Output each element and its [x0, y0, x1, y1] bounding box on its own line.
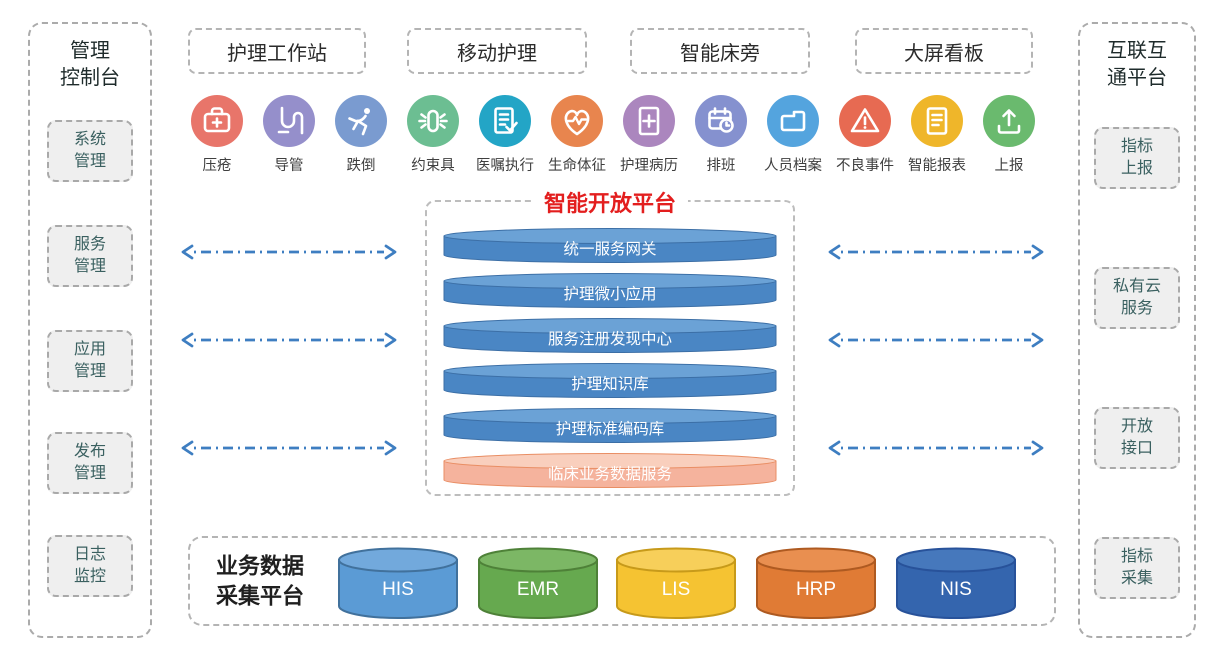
icon-cell-nursing-record: 护理病历: [613, 95, 685, 175]
layer-unified-service-gateway: 统一服务网关: [443, 228, 777, 264]
layer-label: 服务注册发现中心: [547, 331, 672, 348]
nursing-record-icon: [623, 95, 675, 147]
right-arrow-3: [828, 440, 1044, 456]
icon-cell-personnel-archive: 人员档案: [757, 95, 829, 175]
layer-clinical-data-service: 临床业务数据服务: [443, 453, 777, 489]
platform-title: 智能开放平台: [531, 186, 689, 218]
fall-icon: [335, 95, 387, 147]
bottom-platform-title: 业务数据 采集平台: [216, 553, 305, 608]
sidebar-item-service-management: 服务 管理: [47, 225, 133, 287]
db-label: NIS: [940, 579, 972, 600]
icon-label: 上报: [994, 158, 1024, 174]
sidebar-item-app-management: 应用 管理: [47, 330, 133, 392]
icon-cell-catheter: 导管: [253, 95, 325, 175]
icon-cell-smart-report: 智能报表: [901, 95, 973, 175]
sidebar-item-open-api: 开放 接口: [1094, 407, 1180, 469]
layer-nursing-micro-apps: 护理微小应用: [443, 273, 777, 309]
db-his: HIS: [337, 547, 459, 621]
db-lis: LIS: [615, 547, 737, 621]
icon-cell-adverse-event: 不良事件: [829, 95, 901, 175]
db-hrp: HRP: [755, 547, 877, 621]
icon-label: 压疮: [202, 158, 232, 174]
business-data-collection-platform: 业务数据 采集平台 HIS EMR LIS: [188, 536, 1056, 626]
right-arrow-1: [828, 244, 1044, 260]
icon-cell-vital-signs: 生命体征: [541, 95, 613, 175]
layer-label: 临床业务数据服务: [547, 466, 672, 483]
sidebar-item-private-cloud: 私有云 服务: [1094, 267, 1180, 329]
layer-service-registry: 服务注册发现中心: [443, 318, 777, 354]
icon-label: 护理病历: [620, 158, 678, 174]
group-dashboard: 大屏看板: [855, 28, 1033, 74]
icon-cell-schedule: 排班: [685, 95, 757, 175]
right-arrow-2: [828, 332, 1044, 348]
icon-cell-pressure-sore: 压疮: [181, 95, 253, 175]
icon-cell-fall: 跌倒: [325, 95, 397, 175]
layer-nursing-knowledge-base: 护理知识库: [443, 363, 777, 399]
group-smart-bedside: 智能床旁: [630, 28, 810, 74]
sidebar-item-indicator-report: 指标 上报: [1094, 127, 1180, 189]
db-label: HRP: [795, 579, 837, 600]
layer-nursing-standard-codes: 护理标准编码库: [443, 408, 777, 444]
catheter-icon: [263, 95, 315, 147]
group-nursing-workstation: 护理工作站: [188, 28, 366, 74]
icon-cell-restraint: 约束具: [397, 95, 469, 175]
icon-label: 生命体征: [548, 158, 606, 174]
sidebar-item-log-monitoring: 日志 监控: [47, 535, 133, 597]
layer-label: 护理微小应用: [563, 286, 657, 303]
db-label: EMR: [516, 579, 560, 600]
icon-label: 导管: [274, 158, 304, 174]
db-emr: EMR: [477, 547, 599, 621]
group-mobile-nursing: 移动护理: [407, 28, 587, 74]
icon-label: 智能报表: [908, 158, 966, 174]
restraint-icon: [407, 95, 459, 147]
icon-label: 人员档案: [764, 158, 822, 174]
sidebar-item-system-management: 系统 管理: [47, 120, 133, 182]
intelligent-open-platform: 智能开放平台 统一服务网关 护理微小应用 服务注册发现中心: [425, 186, 795, 496]
first-aid-kit-icon: [191, 95, 243, 147]
icon-cell-order-execution: 医嘱执行: [469, 95, 541, 175]
db-nis: NIS: [895, 547, 1017, 621]
personnel-archive-icon: [767, 95, 819, 147]
left-arrow-3: [181, 440, 397, 456]
icon-cell-upload: 上报: [973, 95, 1045, 175]
schedule-icon: [695, 95, 747, 147]
layer-label: 护理标准编码库: [555, 421, 665, 438]
layer-label: 统一服务网关: [563, 241, 657, 258]
db-label: HIS: [382, 579, 414, 600]
smart-report-icon: [911, 95, 963, 147]
icon-label: 约束具: [411, 158, 455, 174]
icon-label: 跌倒: [346, 158, 376, 174]
interconnect-platform-panel: 互联互 通平台 指标 上报 私有云 服务 开放 接口 指标 采集: [1078, 22, 1196, 638]
management-console-title: 管理 控制台: [60, 40, 120, 89]
vital-signs-icon: [551, 95, 603, 147]
sidebar-item-indicator-collect: 指标 采集: [1094, 537, 1180, 599]
left-arrow-2: [181, 332, 397, 348]
icon-label: 医嘱执行: [476, 158, 534, 174]
interconnect-platform-title: 互联互 通平台: [1107, 40, 1167, 89]
db-label: LIS: [661, 579, 691, 600]
adverse-event-icon: [839, 95, 891, 147]
upload-icon: [983, 95, 1035, 147]
layer-label: 护理知识库: [571, 376, 649, 393]
order-execution-icon: [479, 95, 531, 147]
icon-label: 排班: [706, 158, 736, 174]
icon-label: 不良事件: [836, 158, 894, 174]
management-console-panel: 管理 控制台 系统 管理 服务 管理 应用 管理 发布 管理 日志 监控: [28, 22, 152, 638]
sidebar-item-release-management: 发布 管理: [47, 432, 133, 494]
left-arrow-1: [181, 244, 397, 260]
